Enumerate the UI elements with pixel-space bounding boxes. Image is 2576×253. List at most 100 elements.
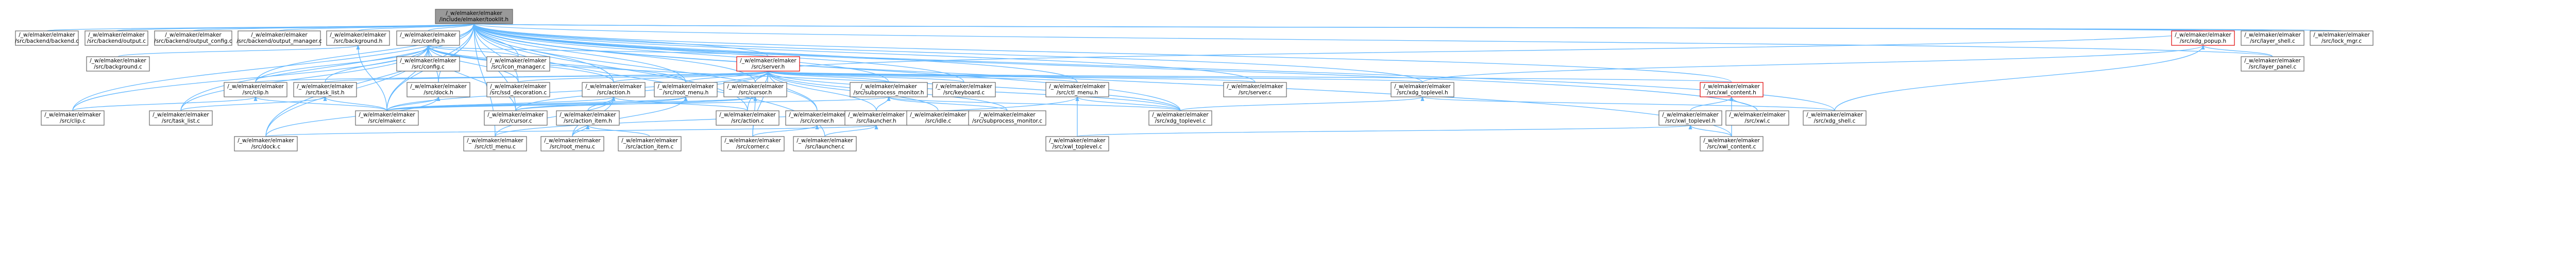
node-path-line1: /_w/elmaker/elmaker	[979, 112, 1036, 118]
node-path-line1: /_w/elmaker/elmaker	[585, 83, 642, 90]
node-launcher-h[interactable]: /_w/elmaker/elmaker/src/launcher.h	[844, 110, 908, 126]
node-box	[435, 9, 513, 24]
edge-clip-c-to-clip-h	[72, 96, 258, 111]
node-box	[15, 30, 79, 46]
node-root-menu-c[interactable]: /_w/elmaker/elmaker/src/root_menu.c	[540, 136, 604, 151]
node-path-line1: /_w/elmaker/elmaker	[227, 83, 284, 90]
node-box	[844, 110, 908, 126]
node-subprocess-monitor-c[interactable]: /_w/elmaker/elmaker/src/subprocess_monit…	[968, 110, 1046, 126]
node-lock-mgr[interactable]: /_w/elmaker/elmaker/src/lock_mgr.c	[2310, 30, 2374, 46]
node-corner-h[interactable]: /_w/elmaker/elmaker/src/corner.h	[785, 110, 849, 126]
node-box	[556, 110, 620, 126]
node-backendoutputconfig[interactable]: /_w/elmaker/elmaker/src/backend/output_c…	[154, 30, 232, 46]
node-path-line2: /src/task_list.c	[162, 118, 200, 124]
node-box	[484, 110, 548, 126]
node-path-line2: /src/background.h	[334, 38, 383, 44]
edge-root-menu-h-to-root	[472, 23, 686, 83]
node-xdg-toplevel-h[interactable]: /_w/elmaker/elmaker/src/xdg_toplevel.h	[1391, 82, 1454, 97]
edge-xwl-c-to-xwl-content-h	[1730, 96, 1758, 111]
node-elmaker-c[interactable]: /_w/elmaker/elmaker/src/elmaker.c	[355, 110, 419, 126]
node-root[interactable]: /_w/elmaker/elmaker/include/elmaker/took…	[435, 9, 513, 24]
node-xwl-content-c[interactable]: /_w/elmaker/elmaker/src/xwl_content.c	[1700, 136, 1764, 151]
node-path-line1: /_w/elmaker/elmaker	[560, 112, 616, 118]
node-path-line1: /_w/elmaker/elmaker	[1729, 112, 1786, 118]
node-box	[932, 82, 996, 97]
node-icon-manager[interactable]: /_w/elmaker/elmaker/src/icon_manager.c	[486, 56, 550, 72]
node-path-line2: /src/ctl_menu.c	[474, 144, 516, 150]
node-corner-c[interactable]: /_w/elmaker/elmaker/src/corner.c	[721, 136, 785, 151]
node-cursor-h[interactable]: /_w/elmaker/elmaker/src/cursor.h	[723, 82, 787, 97]
node-dock-c[interactable]: /_w/elmaker/elmaker/src/dock.c	[234, 136, 298, 151]
node-backend[interactable]: /_w/elmaker/elmaker/src/backend/backend.…	[15, 30, 79, 46]
node-path-line1: /_w/elmaker/elmaker	[910, 112, 967, 118]
node-clip-h[interactable]: /_w/elmaker/elmaker/src/clip.h	[224, 82, 287, 97]
node-path-line1: /_w/elmaker/elmaker	[1049, 138, 1106, 144]
node-backendoutputmanager[interactable]: /_w/elmaker/elmaker/src/backend/output_m…	[236, 30, 322, 46]
node-path-line1: /_w/elmaker/elmaker	[490, 58, 547, 64]
node-layer-shell[interactable]: /_w/elmaker/elmaker/src/layer_shell.c	[2241, 30, 2304, 46]
node-layer-panel[interactable]: /_w/elmaker/elmaker/src/layer_panel.c	[2241, 56, 2304, 72]
edge-subprocess-monitor-c-to-subprocess-monitor-h	[887, 96, 1008, 111]
edge-xwl-toplevel-c-to-xwl-toplevel-h	[1077, 125, 1692, 137]
node-path-line2: /src/launcher.h	[856, 118, 896, 124]
node-launcher-c[interactable]: /_w/elmaker/elmaker/src/launcher.c	[793, 136, 857, 151]
node-path-line2: /src/backend/output_config.c	[154, 38, 232, 44]
node-server-h[interactable]: /_w/elmaker/elmaker/src/server.h	[736, 56, 800, 72]
node-backendoutput[interactable]: /_w/elmaker/elmaker/src/backend/output.c	[84, 30, 148, 46]
node-cursor-c[interactable]: /_w/elmaker/elmaker/src/cursor.c	[484, 110, 548, 126]
node-path-line1: /_w/elmaker/elmaker	[359, 112, 415, 118]
node-config-h[interactable]: /_w/elmaker/elmaker/src/config.h	[396, 30, 460, 46]
node-box	[723, 82, 787, 97]
node-ctl-menu-c[interactable]: /_w/elmaker/elmaker/src/ctl_menu.c	[463, 136, 527, 151]
node-clip-c[interactable]: /_w/elmaker/elmaker/src/clip.c	[41, 110, 105, 126]
node-background-h[interactable]: /_w/elmaker/elmaker/src/background.h	[326, 30, 390, 46]
node-background-c[interactable]: /_w/elmaker/elmaker/src/background.c	[86, 56, 150, 72]
node-path-line1: /_w/elmaker/elmaker	[789, 112, 845, 118]
node-path-line2: /src/clip.h	[243, 90, 269, 96]
node-action-item-c[interactable]: /_w/elmaker/elmaker/src/action_item.c	[618, 136, 682, 151]
node-ctl-menu-h[interactable]: /_w/elmaker/elmaker/src/ctl_menu.h	[1045, 82, 1109, 97]
node-task-list-c[interactable]: /_w/elmaker/elmaker/src/task_list.c	[149, 110, 213, 126]
node-subprocess-monitor-h[interactable]: /_w/elmaker/elmaker/src/subprocess_monit…	[850, 82, 928, 97]
node-action-h[interactable]: /_w/elmaker/elmaker/src/action.h	[582, 82, 646, 97]
node-keyboard[interactable]: /_w/elmaker/elmaker/src/keyboard.c	[932, 82, 996, 97]
node-xwl-toplevel-c[interactable]: /_w/elmaker/elmaker/src/xwl_toplevel.c	[1045, 136, 1109, 151]
node-xwl-c[interactable]: /_w/elmaker/elmaker/src/xwl.c	[1725, 110, 1789, 126]
node-action-c[interactable]: /_w/elmaker/elmaker/src/action.c	[716, 110, 779, 126]
node-path-line2: /src/subprocess_monitor.h	[854, 90, 924, 96]
node-action-item-h[interactable]: /_w/elmaker/elmaker/src/action_item.h	[556, 110, 620, 126]
node-idle[interactable]: /_w/elmaker/elmaker/src/idle.c	[906, 110, 970, 126]
node-task-list-h[interactable]: /_w/elmaker/elmaker/src/task_list.h	[293, 82, 357, 97]
edge-subprocess-monitor-h-to-server-h	[766, 71, 889, 83]
edge-xdg-toplevel-h-to-xdg-popup-h	[1422, 45, 2205, 83]
node-server-c[interactable]: /_w/elmaker/elmaker/src/server.c	[1223, 82, 1287, 97]
node-xdg-toplevel-c[interactable]: /_w/elmaker/elmaker/src/xdg_toplevel.c	[1148, 110, 1212, 126]
node-path-line2: /src/xwl_content.h	[1707, 90, 1756, 96]
node-box	[396, 30, 460, 46]
node-xwl-content-h[interactable]: /_w/elmaker/elmaker/src/xwl_content.h	[1700, 82, 1764, 97]
node-box	[224, 82, 287, 97]
node-dock-h[interactable]: /_w/elmaker/elmaker/src/dock.h	[406, 82, 470, 97]
edge-xdg-toplevel-h-to-server-h	[767, 71, 1423, 83]
node-config-c[interactable]: /_w/elmaker/elmaker/src/config.c	[396, 56, 460, 72]
node-path-line1: /_w/elmaker/elmaker	[2244, 32, 2301, 38]
node-path-line2: /src/icon_manager.c	[492, 64, 546, 70]
node-xdg-popup-h[interactable]: /_w/elmaker/elmaker/src/xdg_popup.h	[2171, 30, 2235, 46]
node-ssd-decoration[interactable]: /_w/elmaker/elmaker/src/ssd_decoration.c	[486, 82, 550, 97]
edge-ssd-decoration-to-server-h	[518, 71, 770, 83]
edge-icon-manager-to-config-h	[426, 45, 519, 57]
node-root-menu-h[interactable]: /_w/elmaker/elmaker/src/root_menu.h	[654, 82, 718, 97]
node-xwl-toplevel-h[interactable]: /_w/elmaker/elmaker/src/xwl_toplevel.h	[1658, 110, 1722, 126]
node-xdg-shell[interactable]: /_w/elmaker/elmaker/src/xdg_shell.c	[1803, 110, 1867, 126]
node-box	[1148, 110, 1212, 126]
node-box	[906, 110, 970, 126]
node-path-line1: /_w/elmaker/elmaker	[936, 83, 992, 90]
node-path-line1: /_w/elmaker/elmaker	[330, 32, 386, 38]
edge-ssd-decoration-to-root	[472, 23, 519, 83]
node-path-line1: /_w/elmaker/elmaker	[1049, 83, 1106, 90]
node-path-line2: /src/xwl_content.c	[1707, 144, 1756, 150]
node-path-line1: /_w/elmaker/elmaker	[621, 138, 678, 144]
node-box	[540, 136, 604, 151]
node-box	[793, 136, 857, 151]
edge-launcher-h-to-subprocess-monitor-h	[876, 96, 891, 111]
